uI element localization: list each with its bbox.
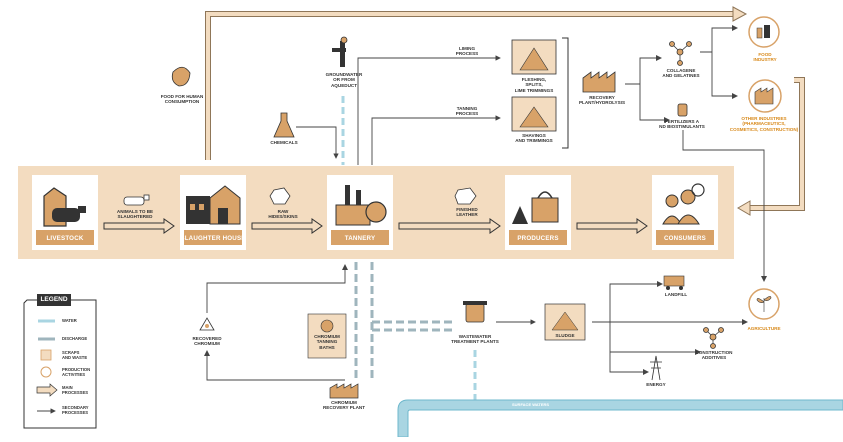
collagene-icon <box>669 41 692 66</box>
slaughter-house-box <box>180 175 246 250</box>
legend-item-main-processes: MAIN PROCESSES <box>62 385 89 395</box>
label-food-industry: FOOD INDUSTRY <box>753 52 777 63</box>
main-label-producers: PRODUCERS <box>517 235 559 242</box>
label-fertilizers: FERTILIZERS A ND BIOSTIMULANTS <box>659 119 705 130</box>
collagene-to-industries <box>700 27 735 97</box>
label-other-industries: OTHER INDUSTRIES (PHARMACEUTICS, COSMETI… <box>729 116 799 132</box>
tannery-box <box>327 175 393 250</box>
food-feedback-arrow <box>205 6 748 160</box>
label-chromium-baths: CHROMIUM TANNING BATHS <box>314 334 340 350</box>
animal-icon <box>123 194 150 206</box>
label-collagene: COLLAGENE AND GELATINES <box>662 68 700 79</box>
landfill-truck-icon <box>663 275 685 290</box>
main-label-slaughter-house: SLAUGHTER HOUSE <box>180 235 246 242</box>
arrow-livestock-slaughter <box>103 218 175 234</box>
label-shavings: SHAVINGS AND TRIMMINGS <box>515 133 553 144</box>
main-label-livestock: LIVESTOCK <box>46 235 84 242</box>
legend-item-secondary-processes: SECONDARY PROCESSES <box>62 405 89 415</box>
label-finished-leather: FINISHED LEATHER <box>456 207 478 218</box>
energy-pylon-icon <box>650 355 662 381</box>
sludge-box <box>544 303 586 341</box>
scrap-bracket <box>562 37 569 149</box>
main-arrows <box>103 218 648 234</box>
surface-waters-band <box>397 399 843 438</box>
food-industry-circle <box>748 16 780 48</box>
label-chromium-plant: CHROMIUM RECOVERY PLANT <box>322 400 366 411</box>
chemicals-flask-icon <box>273 112 295 138</box>
label-agriculture: AGRICULTURE <box>747 326 781 331</box>
sludge-branches <box>592 283 745 373</box>
label-sludge: SLUDGE <box>555 333 575 338</box>
legend-item-water: WATER <box>62 318 77 323</box>
tannery-to-liming-arrow <box>357 55 501 165</box>
chromium-loop-arrow <box>206 352 345 381</box>
tap-icon <box>332 36 348 67</box>
consumers-box <box>652 175 718 250</box>
shavings-box <box>511 96 557 132</box>
producers-box <box>505 175 571 250</box>
discharge-lines <box>354 262 452 380</box>
arrow-tannery-producers <box>398 218 501 234</box>
chromium-plant-icon <box>329 383 359 399</box>
legend-circle-icon <box>40 366 52 378</box>
legend-square-icon <box>40 349 52 361</box>
legend-item-discharge: DISCHARGE <box>62 336 88 341</box>
agriculture-circle <box>748 288 780 320</box>
legend-title: LEGEND <box>37 294 71 306</box>
wastewater-jar-icon <box>463 301 487 323</box>
label-chemicals: CHEMICALS <box>270 140 298 145</box>
construction-additives-icon <box>703 327 724 349</box>
legend-box <box>23 299 97 429</box>
recovered-chromium-arrow <box>206 266 346 313</box>
label-tanning: TANNING PROCESS <box>455 106 479 117</box>
consumer-return-arrow <box>737 77 805 216</box>
recovery-plant-icon <box>582 71 616 93</box>
label-groundwater: GROUNDWATER OR FROM AQUEDUCT <box>325 72 363 88</box>
recovered-chromium-icon <box>199 317 215 331</box>
label-raw-hides: RAW HIDES/SKINS <box>268 209 298 220</box>
leather-icon <box>454 187 477 205</box>
arrow-slaughter-tannery <box>251 218 323 234</box>
hide-icon <box>269 187 291 205</box>
meat-icon <box>171 66 191 87</box>
legend-item-production: PRODUCTION ACTIVITIES <box>62 367 91 377</box>
label-recovered-chromium: RECOVERED CHROMIUM <box>192 336 222 347</box>
tannery-to-tanning-arrow <box>371 115 501 165</box>
label-recovery-plant: RECOVERY PLANT/HYDROLYSIS <box>578 95 626 106</box>
chemicals-to-tannery-arrow <box>296 126 339 159</box>
label-liming: LIMING PROCESS <box>455 46 479 57</box>
livestock-box <box>32 175 98 250</box>
label-energy: ENERGY <box>646 382 666 387</box>
chromium-baths-box <box>307 313 347 359</box>
label-construction-additives: CONSTRUCTION ADDITIVES <box>695 350 733 361</box>
main-label-tannery: TANNERY <box>344 235 376 242</box>
fertilizer-to-agriculture <box>682 130 765 280</box>
fertilizer-bag-icon <box>677 103 688 117</box>
label-food-human: FOOD FOR HUMAN CONSUMPTION <box>160 94 204 105</box>
arrow-producers-consumers <box>576 218 648 234</box>
label-animals: ANIMALS TO BE SLAUGHTERED <box>116 209 154 220</box>
legend-big-arrow-icon <box>36 383 58 397</box>
recovery-branch <box>625 57 668 121</box>
legend-item-scraps: SCRAPS AND WASTE <box>62 350 88 360</box>
label-surface-waters: SURFACE WATERS <box>512 402 550 407</box>
main-label-consumers: CONSUMERS <box>663 235 707 242</box>
label-wastewater: WASTEWATER TREATMENT PLANTS <box>451 334 499 345</box>
other-industries-circle <box>748 79 782 113</box>
fleshing-box <box>511 39 557 75</box>
label-landfill: LANDFILL <box>664 292 688 297</box>
label-fleshing: FLESHING, SPLITS, LIME TRIMMINGS <box>514 77 554 93</box>
